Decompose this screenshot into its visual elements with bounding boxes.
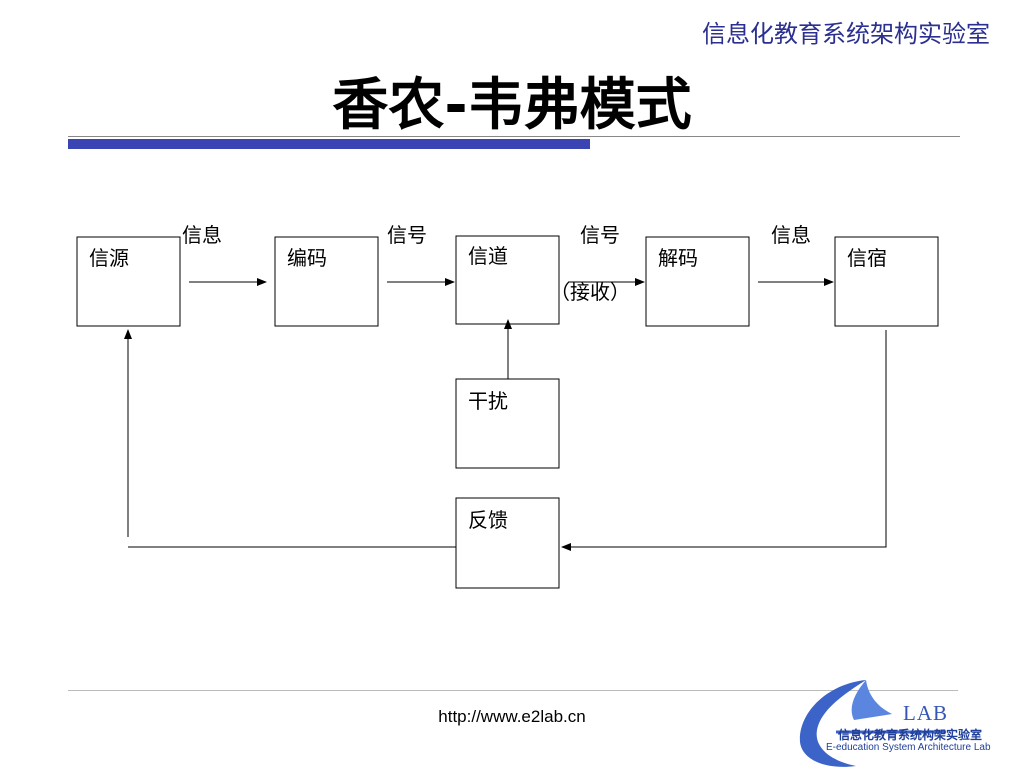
box-source-label: 信源 (89, 246, 129, 270)
box-channel-label: 信道 (468, 244, 508, 268)
title-divider-thin (68, 136, 960, 137)
box-feedback-label: 反馈 (468, 508, 508, 532)
logo-cn-text: 信息化教育系统构架实验室 (838, 728, 983, 742)
footer-url[interactable]: http://www.e2lab.cn (438, 707, 586, 726)
box-destination-label: 信宿 (847, 246, 887, 270)
edge-label-received: （接收） (550, 280, 630, 304)
box-encoder: 编码 (274, 236, 379, 327)
logo-lab-text: LAB (903, 701, 948, 725)
box-encoder-label: 编码 (287, 246, 327, 270)
lab-name-header: 信息化教育系统架构实验室 (702, 20, 990, 48)
lab-logo-icon (799, 680, 946, 767)
box-decoder: 解码 (645, 236, 750, 327)
box-decoder-label: 解码 (658, 246, 698, 270)
box-destination: 信宿 (834, 236, 939, 327)
title-divider-accent (68, 139, 590, 149)
edge-label-info-1: 信息 (182, 223, 222, 247)
box-source: 信源 (76, 236, 181, 327)
arrow-destination-to-feedback (561, 330, 887, 551)
slide-title: 香农-韦弗模式 (332, 73, 692, 138)
box-channel: 信道 (455, 235, 560, 325)
box-noise-label: 干扰 (468, 389, 508, 413)
logo-en-text: E-education System Architecture Lab (826, 742, 991, 753)
edge-label-signal-2: 信号 (580, 223, 620, 247)
shannon-weaver-diagram: 信源 编码 信道 解码 信宿 干扰 反馈 信息 信号 信号 信息 （接收） (76, 223, 939, 589)
footer-divider (68, 690, 958, 691)
box-noise: 干扰 (455, 378, 560, 469)
edge-label-signal-1: 信号 (387, 223, 427, 247)
edge-label-info-2: 信息 (771, 223, 811, 247)
box-feedback: 反馈 (455, 497, 560, 589)
